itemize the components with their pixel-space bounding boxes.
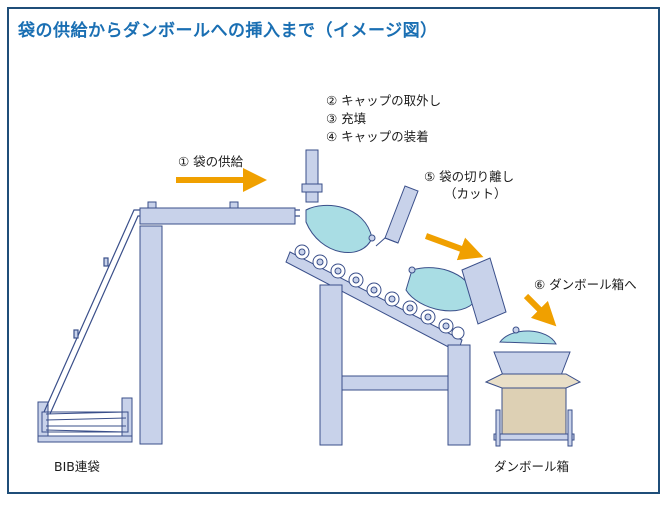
machine-frame <box>319 284 471 446</box>
step4-label: ④ キャップの装着 <box>326 129 429 144</box>
flow-arrows <box>176 168 557 327</box>
bib-bag-stack <box>37 397 133 443</box>
carton-label: ダンボール箱 <box>494 459 570 474</box>
diagram-title: 袋の供給からダンボールへの挿入まで（イメージ図） <box>18 21 438 41</box>
step5-label: ⑤ 袋の切り離し <box>424 169 515 184</box>
step1-label: ① 袋の供給 <box>178 154 244 169</box>
step6-label: ⑥ ダンボール箱へ <box>534 277 637 292</box>
step3-label: ③ 充填 <box>326 111 367 126</box>
cutter <box>375 185 419 247</box>
roller-conveyor <box>285 244 465 353</box>
bag-filling <box>305 204 373 253</box>
supply-conveyor <box>139 201 296 445</box>
bib-label: BIB連袋 <box>54 459 100 474</box>
step5-sub-label: （カット） <box>444 186 507 201</box>
filling-nozzle <box>301 149 323 203</box>
feed-incline <box>43 209 300 415</box>
step2-label: ② キャップの取外し <box>326 93 442 108</box>
carton-station <box>484 326 582 447</box>
guide-plate <box>461 257 507 325</box>
